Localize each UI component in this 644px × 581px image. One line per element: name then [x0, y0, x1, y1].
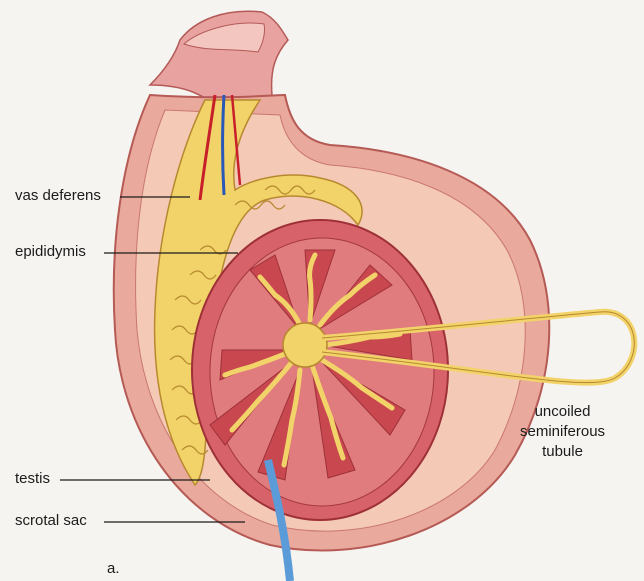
label-uncoiled-seminiferous-tubule: uncoiled seminiferous tubule	[520, 402, 605, 462]
label-testis: testis	[15, 470, 50, 487]
label-epididymis: epididymis	[15, 243, 86, 260]
label-line-1: uncoiled	[520, 402, 605, 422]
vein	[223, 95, 225, 195]
label-scrotal-sac: scrotal sac	[15, 512, 87, 529]
label-vas-deferens: vas deferens	[15, 187, 101, 204]
panel-label: a.	[107, 560, 120, 577]
rete-testis	[283, 323, 327, 367]
label-line-3: tubule	[520, 442, 605, 462]
label-line-2: seminiferous	[520, 422, 605, 442]
